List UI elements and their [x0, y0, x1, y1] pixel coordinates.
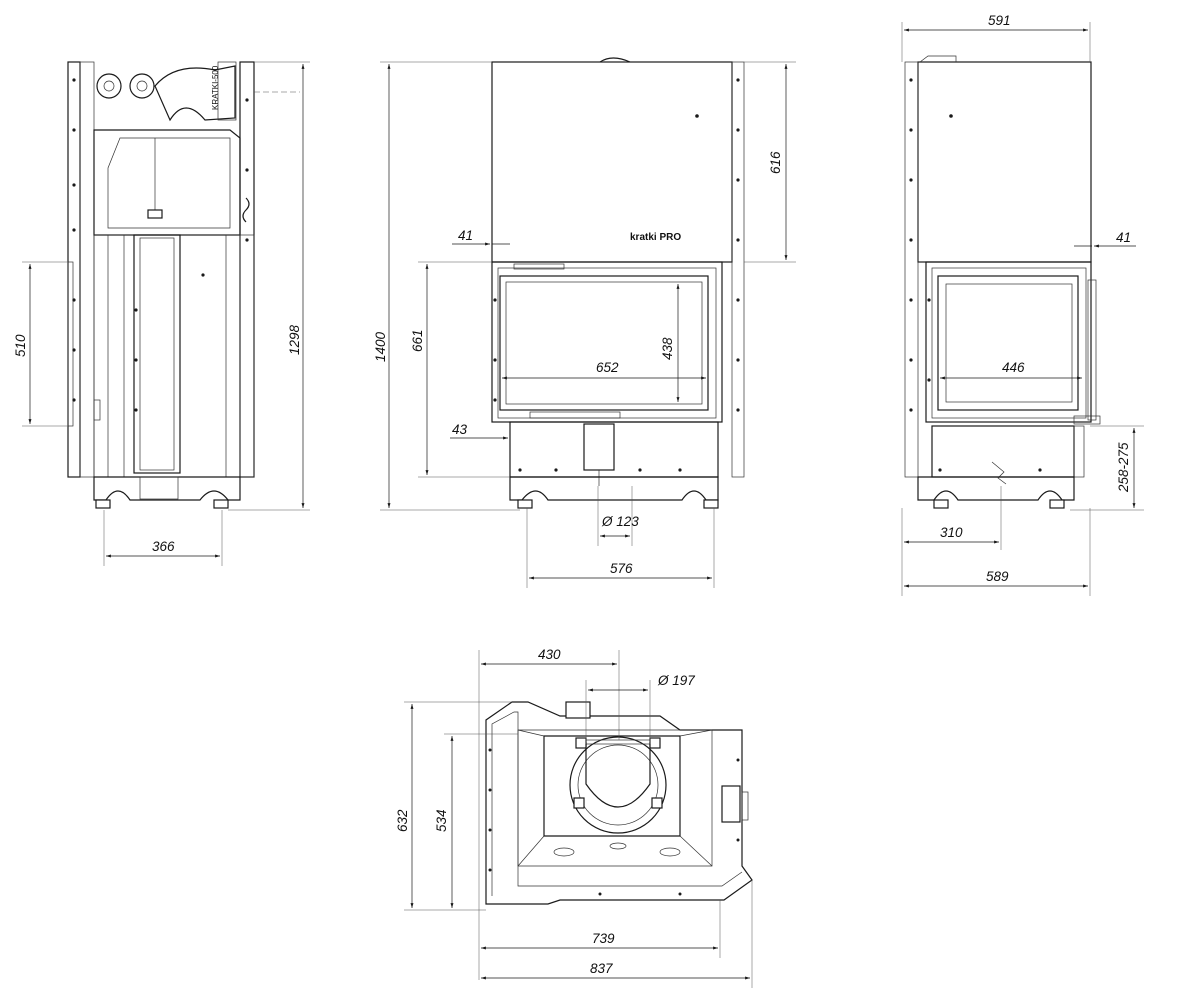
dim-top-739: 739 — [592, 931, 615, 946]
dim-right-446: 446 — [1002, 360, 1025, 375]
top-rivets — [488, 748, 740, 896]
dim-right-310: 310 — [940, 525, 963, 540]
dim-side-366: 366 — [152, 539, 175, 554]
dim-right-589: 589 — [986, 569, 1009, 584]
dim-front-1400: 1400 — [373, 331, 388, 362]
side-brand-label: KRATKI-500 — [211, 65, 220, 110]
front-rivets — [493, 78, 740, 412]
dim-right-41: 41 — [1116, 230, 1131, 245]
kratki-logo: kratki PRO — [630, 232, 681, 243]
dim-top-632: 632 — [395, 809, 410, 832]
dim-side-1298: 1298 — [287, 324, 302, 355]
dim-top-430: 430 — [538, 647, 561, 662]
dim-top-dia197: Ø 197 — [657, 673, 695, 688]
dim-front-41: 41 — [458, 228, 473, 243]
dim-front-661: 661 — [410, 329, 425, 352]
dim-right-591: 591 — [988, 13, 1011, 28]
dim-front-dia123: Ø 123 — [601, 514, 639, 529]
dim-front-43: 43 — [452, 422, 468, 437]
dim-top-837: 837 — [590, 961, 613, 976]
front-view: kratki PRO 1400 — [373, 57, 796, 588]
dim-top-534: 534 — [434, 809, 449, 832]
side-rivets — [72, 78, 249, 412]
dim-front-576: 576 — [610, 561, 633, 576]
dim-front-438: 438 — [660, 337, 675, 360]
side-view: KRATKI-500 1298 — [13, 61, 310, 566]
dim-right-258-275: 258-275 — [1116, 442, 1131, 493]
right-rivets — [909, 78, 931, 412]
right-view: 591 41 446 258-275 310 589 — [901, 13, 1144, 596]
top-view: 430 Ø 197 632 534 739 837 — [395, 647, 753, 988]
dim-front-616: 616 — [768, 151, 783, 174]
dim-side-510: 510 — [13, 334, 28, 357]
logo-text: kratki PRO — [630, 232, 681, 243]
dim-front-652: 652 — [596, 360, 619, 375]
